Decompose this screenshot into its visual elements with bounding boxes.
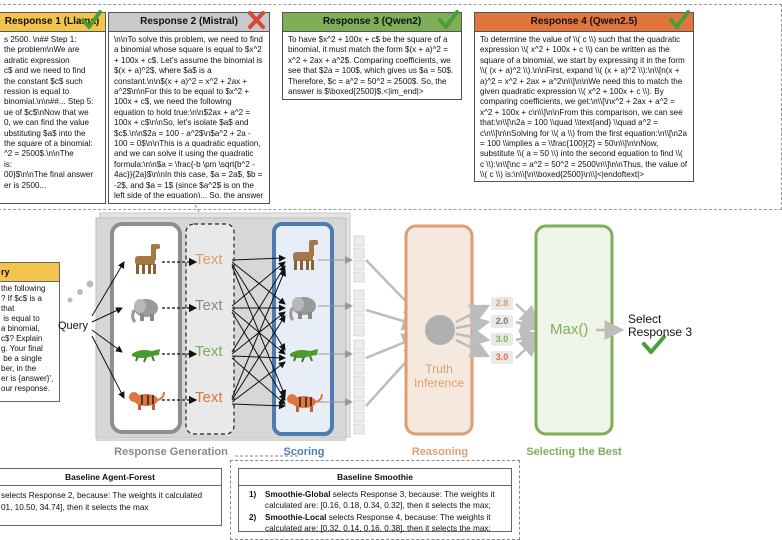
check-icon <box>669 10 690 29</box>
tiger-icon <box>287 393 323 412</box>
response-text-qwen25: To determine the value of \\( c \\) such… <box>480 35 690 180</box>
check-icon <box>81 10 102 29</box>
response-card-llama: Response 1 (Llama) s 2500. \n## Step 1: … <box>0 12 106 204</box>
text-label-llama: Text <box>195 251 223 268</box>
response-card-mistral: Response 2 (Mistral) \n\nTo solve this p… <box>108 12 270 204</box>
smoothie-item-text: selects Response 3, because: The weights… <box>330 490 495 499</box>
text-label-qwen25: Text <box>195 389 223 406</box>
smoothie-item-local: 2) Smoothie-Local selects Response 4, be… <box>239 511 511 534</box>
response-card-qwen2: Response 3 (Qwen2) To have $x^2 + 100x +… <box>282 12 462 100</box>
cross-icon <box>248 11 265 29</box>
select-response-label: Select Response 3 <box>628 312 693 339</box>
response-card-qwen25: Response 4 (Qwen2.5) To determine the va… <box>474 12 694 182</box>
crocodile-icon <box>132 349 160 363</box>
tiger-icon <box>129 391 165 410</box>
response-header-qwen25: Response 4 (Qwen2.5) <box>475 13 693 32</box>
query-dot <box>67 297 73 303</box>
baseline-agent-forest-box: Baseline Agent-Forest selects Response 2… <box>0 468 222 526</box>
baseline-agent-line-1: selects Response 2, because: The weights… <box>1 491 203 500</box>
llama-icon <box>135 244 160 274</box>
truth-inference-node <box>425 315 455 345</box>
stage-label-generation: Response Generation <box>114 446 228 458</box>
baseline-smoothie-title: Baseline Smoothie <box>239 469 511 486</box>
stage-label-reasoning: Reasoning <box>411 446 469 458</box>
response-text-mistral: \n\nTo solve this problem, we need to fi… <box>114 35 264 198</box>
text-column <box>185 223 235 435</box>
query-text: the following ? If $c$ is a that is equa… <box>1 284 54 393</box>
text-label-mistral: Text <box>195 297 223 314</box>
check-icon <box>642 335 666 354</box>
query-arrow <box>91 329 123 353</box>
response-text-qwen2: To have $x^2 + 100x + c$ be the square o… <box>288 35 456 97</box>
header-marks <box>81 10 690 29</box>
smoothie-item-text: selects Response 4, because: The weights… <box>326 513 491 522</box>
elephant-icon <box>289 297 316 322</box>
elephant-icon <box>131 299 158 324</box>
baseline-agent-line-2: 01, 10.50, 34.74], then it selects the m… <box>1 503 149 512</box>
crocodile-icon <box>290 349 318 363</box>
response-header-llama: Response 1 (Llama) <box>0 13 105 32</box>
smoothie-item-name: Smoothie-Local <box>265 513 327 522</box>
query-box: ry the following ? If $c$ is a that is e… <box>0 262 60 402</box>
query-arrow <box>91 261 125 317</box>
llama-icon <box>293 240 318 270</box>
text-label-qwen2: Text <box>195 343 223 360</box>
query-arrow <box>91 307 123 323</box>
stage-label-selecting: Selecting the Best <box>526 446 622 458</box>
score-mistral: 2.0 <box>491 315 513 328</box>
reasoning-score-arrows <box>455 304 491 358</box>
baseline-smoothie-box: Baseline Smoothie 1) Smoothie-Global sel… <box>238 468 512 534</box>
score-max-arrows <box>515 303 541 359</box>
scoring-column <box>272 222 334 436</box>
smoothie-item-global: 1) Smoothie-Global selects Response 3, b… <box>239 486 511 511</box>
query-arrow <box>91 335 125 399</box>
smoothie-item-name: Smoothie-Global <box>265 490 331 499</box>
score-llama: 2.8 <box>491 297 513 310</box>
score-qwen2: 3.0 <box>491 333 513 346</box>
smoothie-item-num: 1) <box>249 490 257 499</box>
cross-arrows <box>231 254 286 410</box>
smoothie-item-text-2: calculated are: [0.32, 0.14, 0.16, 0.38]… <box>265 524 491 533</box>
max-label: Max() <box>550 321 589 338</box>
query-dot <box>86 280 94 288</box>
scorer-to-matrix-arrows <box>318 256 353 406</box>
smoothie-item-num: 2) <box>249 513 257 522</box>
response-header-qwen2: Response 3 (Qwen2) <box>283 13 461 32</box>
smoothie-item-text-2: calculated are: [0.16, 0.18, 0.34, 0.32]… <box>265 501 491 510</box>
response-text-llama: s 2500. \n## Step 1: the problem\nWe are… <box>4 35 94 190</box>
score-qwen25: 3.0 <box>491 351 513 364</box>
query-dot <box>77 289 83 295</box>
stage-label-scoring: Scoring <box>283 446 325 458</box>
query-label: Query <box>58 320 88 332</box>
response-header-mistral: Response 2 (Mistral) <box>109 13 269 32</box>
baseline-agent-forest-title: Baseline Agent-Forest <box>0 469 221 486</box>
truth-inference-label: Truth Inference <box>413 362 465 390</box>
query-box-title: ry <box>0 263 59 282</box>
score-matrix <box>353 235 365 435</box>
models-column <box>110 222 182 434</box>
check-icon <box>438 10 459 29</box>
